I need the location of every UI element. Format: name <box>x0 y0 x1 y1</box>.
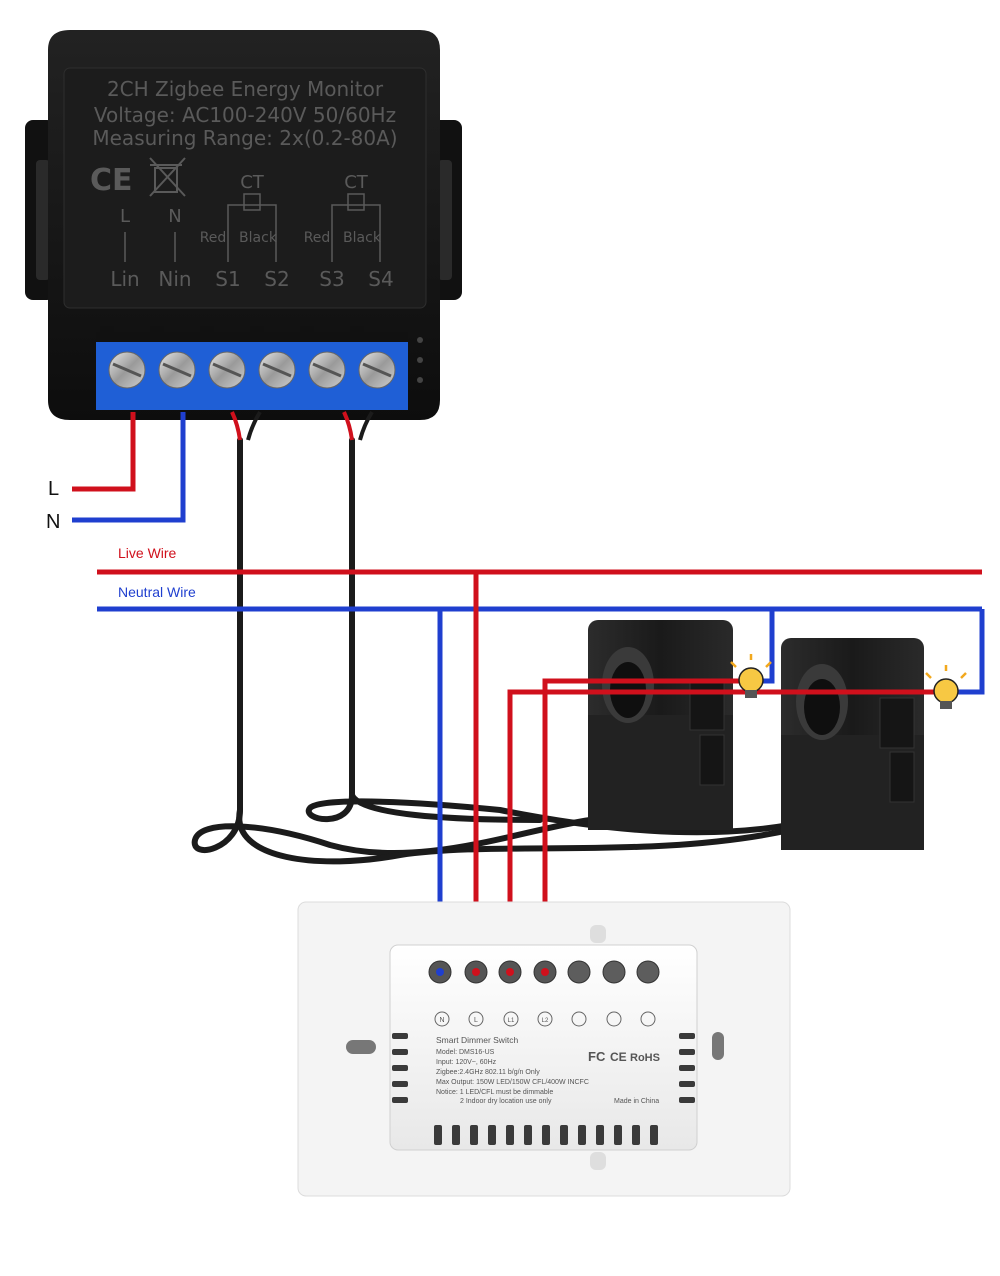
switch-terminal-l1: L1 <box>508 1018 515 1024</box>
module-title: 2CH Zigbee Energy Monitor <box>107 77 384 101</box>
ct-red-label-1: Red <box>200 230 227 246</box>
switch-notice-1: Notice: 1 LED/CFL must be dimmable <box>436 1089 553 1096</box>
made-in-label: Made in China <box>614 1098 659 1105</box>
switch-bottom-vents <box>434 1125 658 1145</box>
terminal-label-nin: Nin <box>158 267 191 291</box>
l-supply-wire <box>72 412 136 492</box>
switch-side-vents <box>392 1033 695 1103</box>
terminal-label-s2: S2 <box>264 267 289 291</box>
rohs-mark: RoHS <box>630 1052 660 1064</box>
ct-clamp-1 <box>588 620 733 830</box>
terminal-screws <box>108 351 396 389</box>
switch-title: Smart Dimmer Switch <box>436 1035 518 1045</box>
terminal-label-lin: Lin <box>110 267 139 291</box>
l-label: L <box>48 478 59 500</box>
supply-wires <box>72 412 186 523</box>
switch-body <box>389 944 698 1151</box>
module-range: Measuring Range: 2x(0.2-80A) <box>92 126 397 150</box>
fc-mark: FC <box>588 1049 606 1064</box>
weee-bin-icon <box>149 157 186 197</box>
neutral-wire-label: Neutral Wire <box>118 584 196 600</box>
n-supply-wire <box>72 412 186 523</box>
switch-notice-2: 2 Indoor dry location use only <box>460 1098 552 1105</box>
ct-red-label-2: Red <box>304 230 331 246</box>
live-wire-label: Live Wire <box>118 545 177 561</box>
n-label: N <box>46 511 60 533</box>
switch-model: Model: DMS16-US <box>436 1049 495 1056</box>
module-l-mark: L <box>120 206 130 227</box>
switch-terminal-l2: L2 <box>542 1018 549 1024</box>
terminal-label-s1: S1 <box>215 267 240 291</box>
ct-label-2: CT <box>344 172 369 193</box>
switch-terminal-n: N <box>439 1017 444 1024</box>
terminal-label-s3: S3 <box>319 267 344 291</box>
smart-dimmer-switch: N L L1 L2 Smart Dimmer Switch Model: DMS… <box>297 901 791 1197</box>
switch-input: Input: 120V~, 60Hz <box>436 1059 497 1066</box>
ce-mark-switch: CE <box>610 1050 627 1064</box>
module-voltage: Voltage: AC100-240V 50/60Hz <box>94 103 396 127</box>
module-label-panel <box>63 67 427 309</box>
ce-mark: CE <box>90 163 133 198</box>
ct-black-label-1: Black <box>239 230 278 246</box>
ct-diagram-1 <box>227 193 277 262</box>
ct-diagram-2 <box>331 193 381 262</box>
switch-zigbee: Zigbee:2.4GHz 802.11 b/g/n Only <box>436 1069 540 1076</box>
module-n-mark: N <box>168 206 181 227</box>
bulb-icon-2 <box>925 665 967 709</box>
ct-black-label-2: Black <box>343 230 382 246</box>
ct-cables <box>191 437 793 865</box>
switch-max-output: Max Output: 150W LED/150W CFL/400W INCFC <box>436 1079 589 1086</box>
ct-clamp-2 <box>781 638 924 850</box>
switch-terminal-l: L <box>474 1017 478 1024</box>
bulb-icon-1 <box>730 654 772 698</box>
terminal-label-s4: S4 <box>368 267 393 291</box>
ct-label-1: CT <box>240 172 265 193</box>
energy-monitor-module: 2CH Zigbee Energy Monitor Voltage: AC100… <box>25 30 462 420</box>
terminal-block <box>96 332 408 410</box>
